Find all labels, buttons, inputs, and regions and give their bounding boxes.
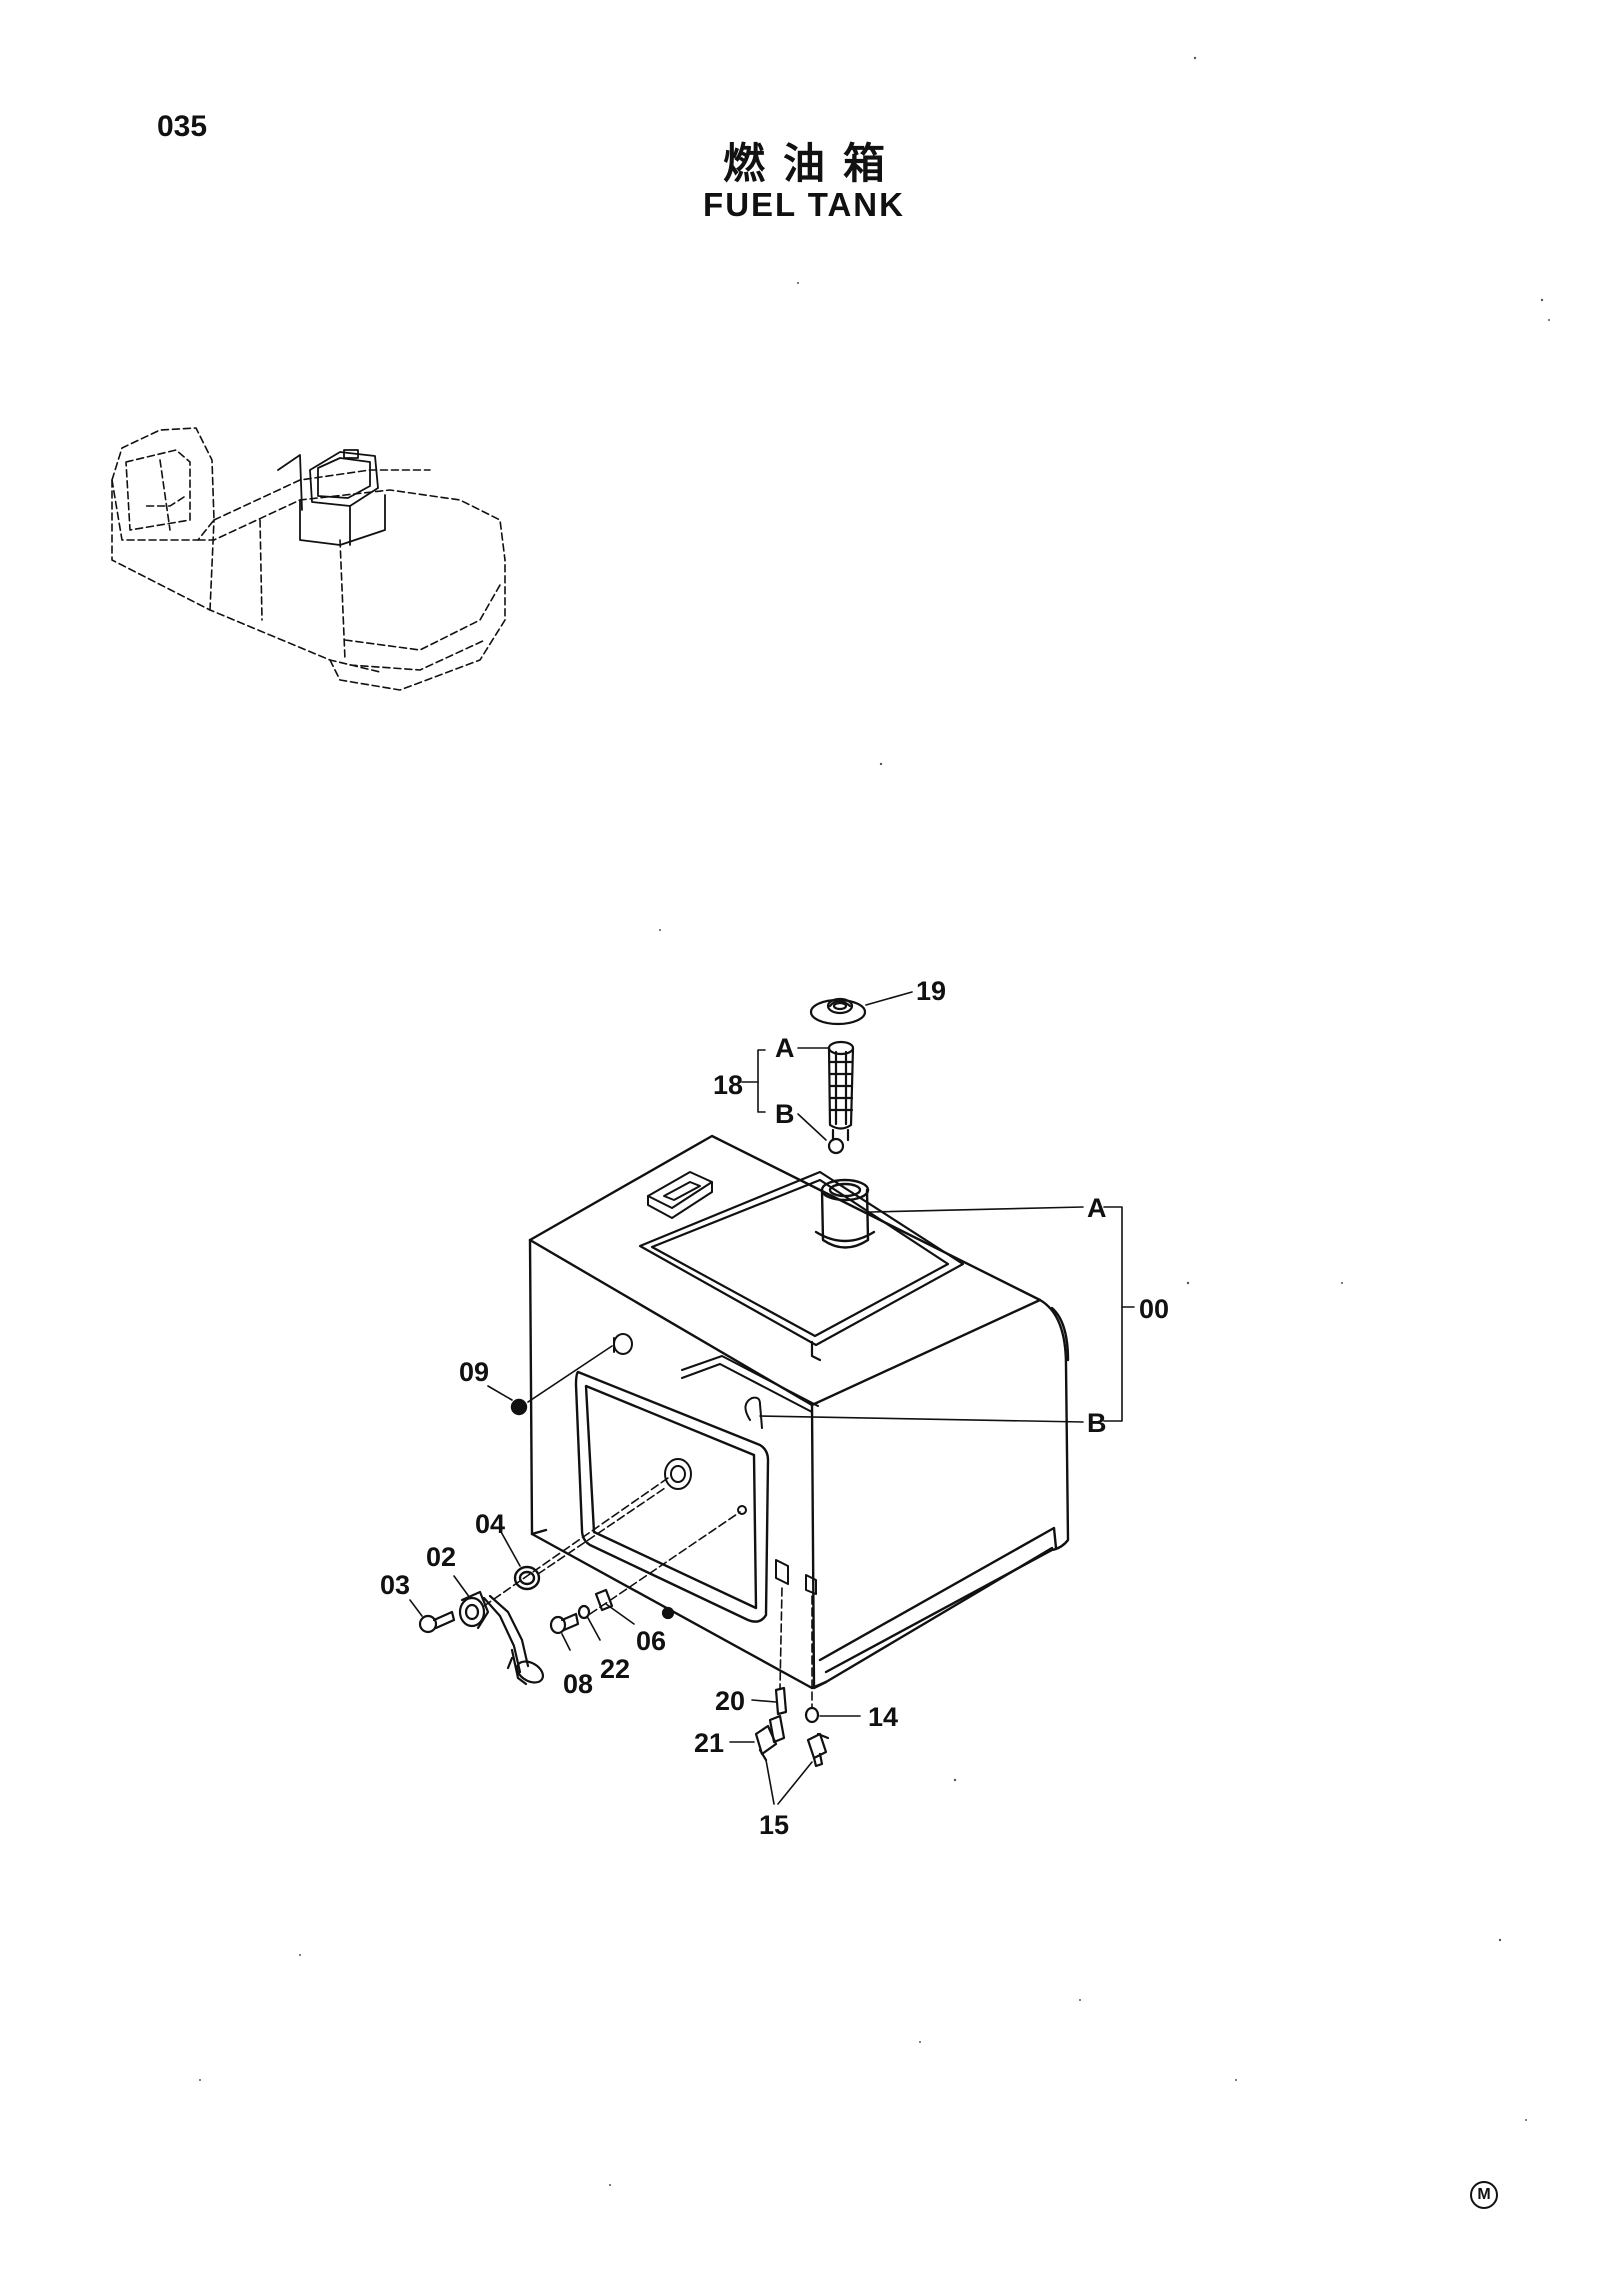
- callout-14: 14: [868, 1702, 898, 1732]
- scan-specks: [199, 56, 1550, 2186]
- part-02-fuel-gauge-sender: [458, 1590, 545, 1686]
- top-vent-plate: [647, 1171, 713, 1219]
- corner-mark-m: M: [1470, 2181, 1498, 2209]
- page-title-chinese: 燃油箱: [722, 140, 903, 187]
- excavator-location-thumbnail: [111, 427, 506, 691]
- callout-00: 00: [1139, 1294, 1169, 1324]
- part-03-bolt: [418, 1610, 456, 1634]
- callout-22: 22: [600, 1654, 630, 1684]
- callout-a-top: A: [775, 1033, 795, 1063]
- callout-04: 04: [475, 1509, 505, 1539]
- fuel-tank-body: [528, 1134, 1070, 1690]
- part-08-bolt: [549, 1612, 580, 1635]
- part-04-o-ring: [513, 1565, 541, 1591]
- callout-21: 21: [694, 1728, 724, 1758]
- callout-15: 15: [759, 1810, 789, 1840]
- callout-a-right: A: [1087, 1193, 1107, 1223]
- callout-19: 19: [916, 976, 946, 1006]
- part-14-plug: [804, 1706, 820, 1724]
- callout-labels: 19 A 18 B A 00 B 09 04 02 03 08 22 06 20…: [380, 976, 1169, 1840]
- part-06-plate: [594, 1588, 675, 1620]
- callout-08: 08: [563, 1669, 593, 1699]
- plug-on-wall: [613, 1333, 633, 1355]
- part-22-washer: [577, 1604, 591, 1620]
- part-20-elbow: [774, 1686, 788, 1716]
- callout-18: 18: [713, 1070, 743, 1100]
- top-access-cover: [638, 1170, 965, 1362]
- callout-02: 02: [426, 1542, 456, 1572]
- callout-b-top: B: [775, 1099, 795, 1129]
- top-crease: [681, 1355, 819, 1429]
- callout-b-right: B: [1087, 1408, 1107, 1438]
- leader-lines: [409, 991, 1135, 1805]
- page-title-english: FUEL TANK: [703, 186, 905, 223]
- part-19-filler-cap: [809, 997, 867, 1026]
- callout-06: 06: [636, 1626, 666, 1656]
- gauge-port: [664, 1458, 747, 1515]
- callout-03: 03: [380, 1570, 410, 1600]
- part-15-drain-cock: [768, 1714, 830, 1768]
- page-number: 035: [157, 110, 208, 143]
- drain-ports: [775, 1559, 817, 1595]
- part-09-plug: [510, 1398, 528, 1416]
- front-inspection-panel: [574, 1370, 770, 1623]
- callout-09: 09: [459, 1357, 489, 1387]
- callout-20: 20: [715, 1686, 745, 1716]
- part-21-fitting: [754, 1724, 778, 1762]
- filler-neck: [814, 1178, 876, 1249]
- excavator-fuel-tank-highlight: [277, 449, 386, 546]
- part-18-strainer: [827, 1040, 855, 1155]
